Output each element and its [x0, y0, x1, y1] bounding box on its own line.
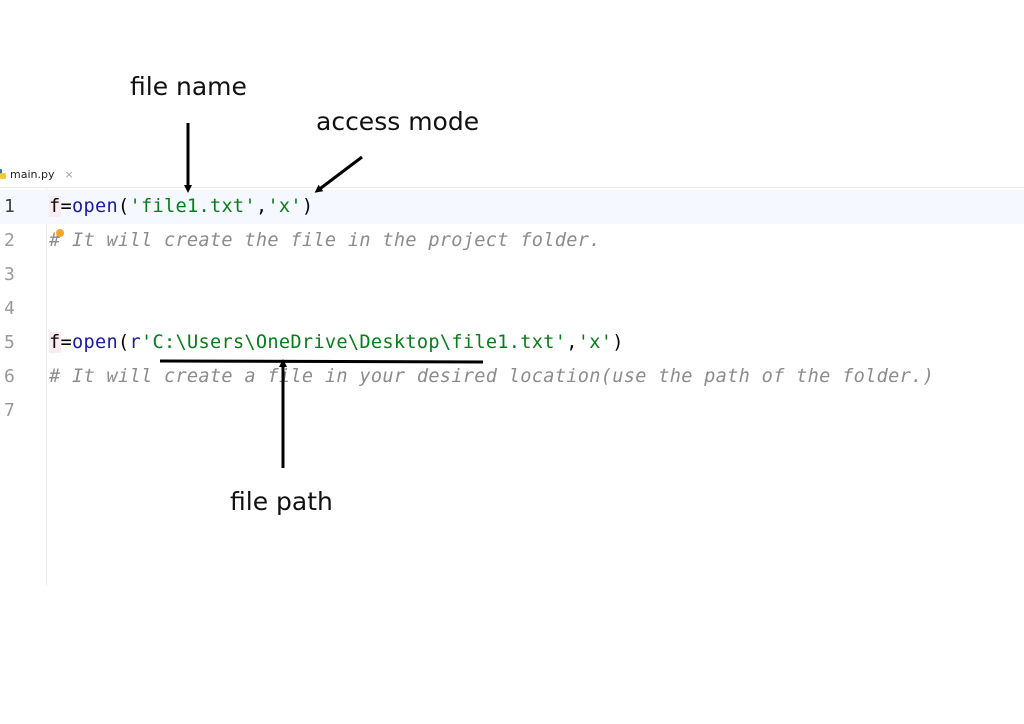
access-mode-annotation: access mode — [316, 107, 480, 136]
code-token-comma: , — [255, 196, 268, 217]
code-line-2[interactable]: 2 # It will create the file in the proje… — [0, 224, 1024, 258]
code-line-1[interactable]: 1 f=open('file1.txt','x') — [0, 190, 1024, 224]
code-token-raw-prefix: r — [129, 332, 141, 353]
code-line-5[interactable]: 5 f=open(r'C:\Users\OneDrive\Desktop\fil… — [0, 326, 1024, 360]
close-tab-icon[interactable]: × — [64, 167, 74, 181]
line-number: 3 — [4, 264, 15, 285]
code-line-3[interactable]: 3 — [0, 258, 1024, 292]
line-number: 5 — [4, 332, 15, 353]
code-token-filename: 'file1.txt' — [129, 196, 256, 217]
file-name-annotation: file name — [130, 72, 247, 101]
code-token-fn: open — [72, 332, 118, 353]
code-token-paren: ) — [612, 332, 624, 353]
code-token-mode: 'x' — [577, 332, 613, 353]
python-icon — [0, 169, 6, 179]
code-text[interactable]: f=open(r'C:\Users\OneDrive\Desktop\file1… — [49, 332, 624, 353]
code-token-filepath: 'C:\Users\OneDrive\Desktop\file1.txt' — [140, 332, 567, 353]
line-number: 1 — [4, 196, 15, 217]
tab-label: main.py — [10, 167, 55, 181]
intention-bulb-icon[interactable] — [56, 229, 64, 237]
code-line-4[interactable]: 4 — [0, 292, 1024, 326]
code-token-eq: = — [60, 196, 72, 217]
tab-main-py[interactable]: main.py × — [0, 163, 74, 185]
line-number: 6 — [4, 366, 15, 387]
line-number: 2 — [4, 230, 15, 251]
code-token-paren: ( — [117, 332, 130, 353]
code-comment: # It will create a file in your desired … — [49, 366, 935, 387]
code-token-fn: open — [72, 196, 118, 217]
code-token-paren: ) — [301, 196, 314, 217]
code-token-eq: = — [60, 332, 72, 353]
code-text[interactable]: f=open('file1.txt','x') — [49, 196, 313, 217]
line-number: 4 — [4, 298, 15, 319]
gutter-divider — [46, 188, 47, 586]
code-line-7[interactable]: 7 — [0, 394, 1024, 428]
file-path-annotation: file path — [230, 487, 333, 516]
code-comment: # It will create the file in the project… — [49, 230, 601, 251]
editor-tab-bar: main.py × — [0, 160, 1024, 188]
code-token-comma: , — [566, 332, 578, 353]
code-token-var: f — [49, 196, 61, 217]
line-number: 7 — [4, 400, 15, 421]
code-token-mode: 'x' — [267, 196, 302, 217]
code-token-paren: ( — [117, 196, 130, 217]
code-line-6[interactable]: 6 # It will create a file in your desire… — [0, 360, 1024, 394]
code-token-var: f — [49, 332, 61, 353]
